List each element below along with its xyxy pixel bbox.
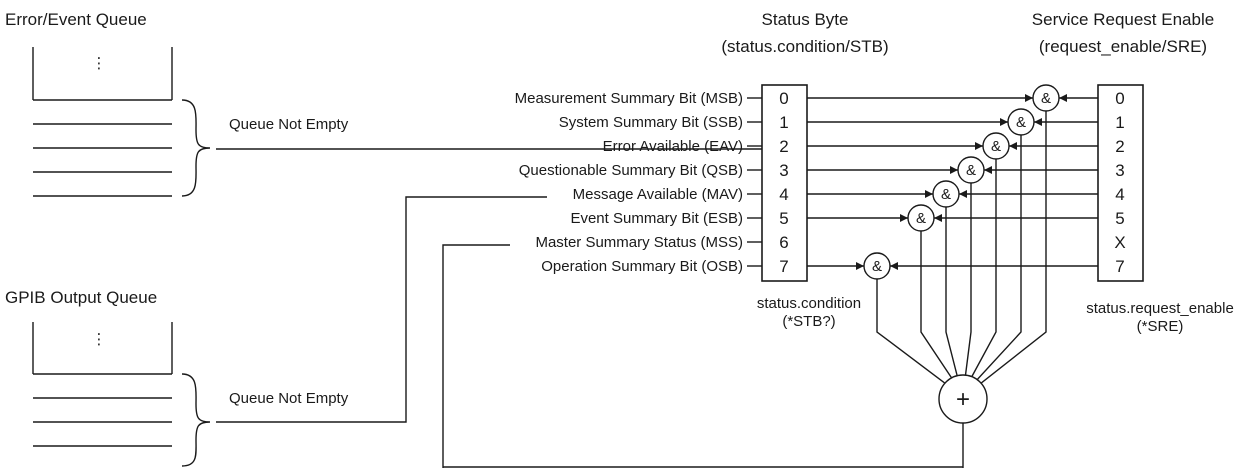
sre-subtitle: (request_enable/SRE) xyxy=(1039,37,1207,56)
status-bit-3: 3 xyxy=(779,161,788,180)
status-bit-2: 2 xyxy=(779,137,788,156)
sre-bit-4: 4 xyxy=(1115,185,1124,204)
gpib-queue-not-empty-label: Queue Not Empty xyxy=(229,390,349,407)
and-gates: & & & & & & & xyxy=(863,84,1060,280)
mss-feed-line xyxy=(442,244,510,468)
mav-feed-line xyxy=(216,196,547,423)
status-bit-4: 4 xyxy=(779,185,788,204)
and-gate-4: & xyxy=(932,180,960,208)
gate-to-or-lines xyxy=(876,111,1047,385)
status-byte-register xyxy=(761,84,808,282)
svg-text:&: & xyxy=(916,210,926,227)
sre-title: Service Request Enable xyxy=(1032,10,1214,29)
sre-register xyxy=(1097,84,1144,282)
error-queue-ellipsis: ⋮ xyxy=(92,55,107,72)
or-gate: + xyxy=(938,374,988,424)
request-enable-command: (*SRE) xyxy=(1137,318,1184,335)
and-gate-5: & xyxy=(907,204,935,232)
svg-text:&: & xyxy=(966,162,976,179)
error-queue-brace xyxy=(181,99,211,197)
svg-text:&: & xyxy=(872,258,882,275)
bit-label: Error Available (EAV) xyxy=(603,138,743,155)
error-event-queue: ⋮ xyxy=(32,47,173,197)
status-to-gate-lines xyxy=(807,94,1033,270)
status-bit-1: 1 xyxy=(779,113,788,132)
status-bit-labels: Measurement Summary Bit (MSB) System Sum… xyxy=(515,90,743,275)
bit-label-dashes xyxy=(747,97,762,267)
bit-label: Event Summary Bit (ESB) xyxy=(570,210,743,227)
svg-text:&: & xyxy=(1016,114,1026,131)
status-bit-7: 7 xyxy=(779,257,788,276)
sre-to-gate-lines xyxy=(890,94,1098,270)
svg-text:&: & xyxy=(1041,90,1051,107)
error-queue-not-empty-label: Queue Not Empty xyxy=(229,116,349,133)
error-event-queue-title: Error/Event Queue xyxy=(5,10,147,29)
status-condition-caption: status.condition xyxy=(757,295,861,312)
bit-label: Operation Summary Bit (OSB) xyxy=(541,258,743,275)
and-gate-3: & xyxy=(957,156,985,184)
and-gate-2: & xyxy=(982,132,1010,160)
sre-bit-0: 0 xyxy=(1115,89,1124,108)
sre-bit-5: 5 xyxy=(1115,209,1124,228)
status-condition-query: (*STB?) xyxy=(782,313,835,330)
request-enable-caption: status.request_enable xyxy=(1086,300,1234,317)
status-byte-subtitle: (status.condition/STB) xyxy=(721,37,888,56)
sre-bit-2: 2 xyxy=(1115,137,1124,156)
sre-bit-1: 1 xyxy=(1115,113,1124,132)
status-bit-0: 0 xyxy=(779,89,788,108)
and-gate-0: & xyxy=(1032,84,1060,112)
gpib-output-queue: ⋮ xyxy=(32,322,173,447)
or-gate-symbol: + xyxy=(956,386,970,413)
gpib-queue-brace xyxy=(181,373,211,467)
bit-label: Questionable Summary Bit (QSB) xyxy=(519,162,743,179)
gpib-queue-ellipsis: ⋮ xyxy=(92,331,107,348)
bit-label: Measurement Summary Bit (MSB) xyxy=(515,90,743,107)
status-bit-5: 5 xyxy=(779,209,788,228)
sre-bit-7: 7 xyxy=(1115,257,1124,276)
status-byte-title: Status Byte xyxy=(762,10,849,29)
bit-label: System Summary Bit (SSB) xyxy=(559,114,743,131)
svg-text:&: & xyxy=(941,186,951,203)
and-gate-7: & xyxy=(863,252,891,280)
sre-bit-3: 3 xyxy=(1115,161,1124,180)
status-byte-bits: 0 1 2 3 4 5 6 7 xyxy=(779,89,788,276)
status-bit-6: 6 xyxy=(779,233,788,252)
bit-label: Message Available (MAV) xyxy=(573,186,743,203)
svg-text:&: & xyxy=(991,138,1001,155)
bit-label: Master Summary Status (MSS) xyxy=(535,234,743,251)
and-gate-1: & xyxy=(1007,108,1035,136)
sre-bit-6: X xyxy=(1114,233,1125,252)
sre-bits: 0 1 2 3 4 5 X 7 xyxy=(1114,89,1125,276)
gpib-output-queue-title: GPIB Output Queue xyxy=(5,288,157,307)
